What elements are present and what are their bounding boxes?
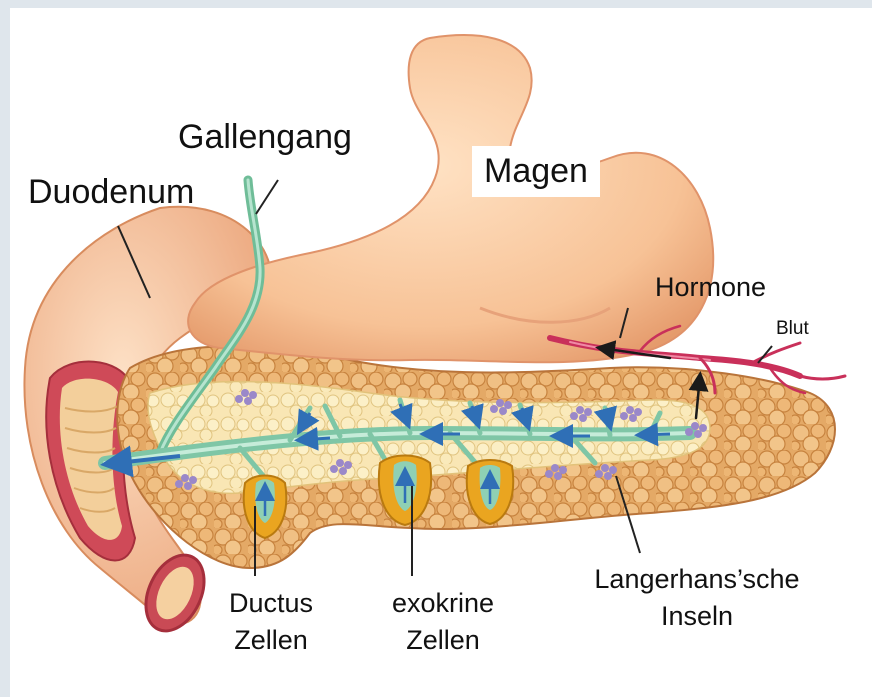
- label-blut: Blut: [776, 318, 809, 340]
- label-ductus: Ductus: [216, 588, 326, 619]
- label-ductus-zellen: Ductus Zellen: [216, 588, 326, 656]
- label-exokrine: exokrine: [373, 588, 513, 619]
- label-exokrine-zellen: exokrine Zellen: [373, 588, 513, 656]
- label-duodenum: Duodenum: [28, 173, 194, 212]
- label-hormone: Hormone: [655, 272, 766, 303]
- label-langerhans-line1: Langerhans’sche: [562, 564, 832, 595]
- label-langerhans: Langerhans’sche Inseln: [562, 564, 832, 632]
- label-gallengang: Gallengang: [178, 118, 352, 157]
- label-exokrine-zellen-line: Zellen: [373, 625, 513, 656]
- label-magen: Magen: [472, 146, 600, 197]
- diagram-frame: Gallengang Duodenum Magen Hormone Blut D…: [10, 8, 872, 697]
- label-inseln: Inseln: [562, 601, 832, 632]
- label-ductus-zellen-line: Zellen: [216, 625, 326, 656]
- pancreas-organ: [117, 346, 835, 568]
